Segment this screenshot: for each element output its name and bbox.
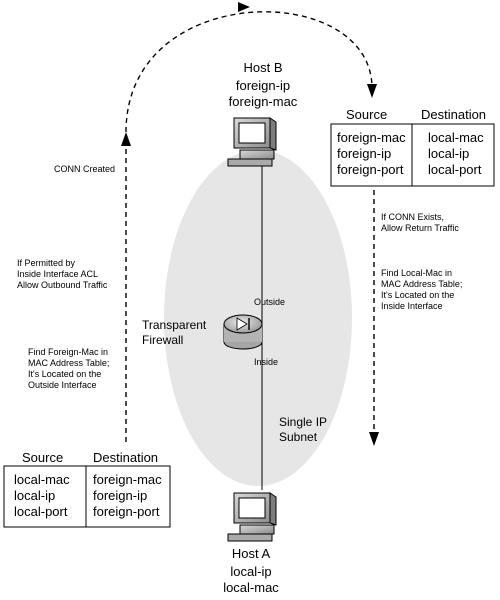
right-table-destination-cell: local-mac local-ip local-port bbox=[428, 130, 484, 178]
right-source-port: foreign-port bbox=[337, 162, 404, 177]
arc-arrowhead-top bbox=[238, 2, 250, 12]
inside-label: Inside bbox=[254, 357, 279, 367]
permitted-line-3: Allow Outbound Traffic bbox=[17, 280, 108, 290]
host-b-title: Host B bbox=[243, 60, 283, 75]
find-foreign-line-1: Find Foreign-Mac in bbox=[28, 347, 109, 357]
subnet-label-line-1: Single IP bbox=[279, 415, 328, 429]
right-source-mac: foreign-mac bbox=[337, 130, 406, 145]
find-local-line-4: Inside Interface bbox=[381, 301, 443, 311]
left-table-source-cell: local-mac local-ip local-port bbox=[14, 472, 70, 520]
outbound-arrowhead bbox=[121, 132, 131, 146]
left-source-ip: local-ip bbox=[14, 488, 56, 503]
left-table-destination-cell: foreign-mac foreign-ip foreign-port bbox=[93, 472, 162, 520]
right-source-ip: foreign-ip bbox=[337, 146, 392, 161]
host-a-mac: local-mac bbox=[223, 580, 279, 595]
right-destination-port: local-port bbox=[428, 162, 482, 177]
left-table-source-header: Source bbox=[22, 450, 64, 465]
find-foreign-line-4: Outside Interface bbox=[28, 380, 97, 390]
if-conn-line-1: If CONN Exists, bbox=[381, 212, 445, 222]
permitted-line-1: If Permitted by bbox=[17, 258, 76, 268]
host-b-mac: foreign-mac bbox=[228, 94, 298, 109]
find-local-line-2: MAC Address Table; bbox=[381, 279, 463, 289]
find-local-line-3: It's Located on the bbox=[381, 290, 455, 300]
outside-label: Outside bbox=[254, 297, 286, 307]
host-a-title: Host A bbox=[231, 546, 271, 561]
permitted-line-2: Inside Interface ACL bbox=[17, 269, 99, 279]
left-table bbox=[3, 465, 171, 528]
host-a-ip: local-ip bbox=[230, 564, 272, 579]
right-table-destination-header: Destination bbox=[421, 107, 487, 122]
firewall-icon bbox=[223, 314, 263, 350]
flow-arc bbox=[125, 11, 373, 133]
if-conn-line-2: Allow Return Traffic bbox=[381, 223, 459, 233]
left-destination-ip: foreign-ip bbox=[93, 488, 148, 503]
right-destination-ip: local-ip bbox=[428, 146, 470, 161]
left-table-destination-header: Destination bbox=[93, 450, 159, 465]
left-destination-port: foreign-port bbox=[93, 504, 160, 519]
arc-arrowhead-right bbox=[367, 84, 377, 98]
right-table bbox=[330, 123, 495, 187]
right-table-source-header: Source bbox=[346, 107, 388, 122]
find-local-line-1: Find Local-Mac in bbox=[381, 268, 453, 278]
host-b-computer-icon bbox=[227, 117, 277, 167]
return-arrowhead bbox=[369, 432, 379, 446]
right-destination-mac: local-mac bbox=[428, 130, 484, 145]
subnet-label-line-2: Subnet bbox=[279, 430, 318, 444]
left-source-port: local-port bbox=[14, 504, 68, 519]
conn-created-label: CONN Created bbox=[54, 164, 116, 174]
left-destination-mac: foreign-mac bbox=[93, 472, 162, 487]
firewall-label-line-2: Firewall bbox=[142, 333, 184, 347]
find-foreign-line-2: MAC Address Table; bbox=[28, 358, 110, 368]
host-b-ip: foreign-ip bbox=[235, 78, 291, 93]
host-a-computer-icon bbox=[227, 492, 277, 542]
left-source-mac: local-mac bbox=[14, 472, 70, 487]
firewall-label-line-1: Transparent bbox=[142, 318, 207, 332]
find-foreign-line-3: It's Located on the bbox=[28, 369, 102, 379]
right-table-source-cell: foreign-mac foreign-ip foreign-port bbox=[337, 130, 406, 178]
